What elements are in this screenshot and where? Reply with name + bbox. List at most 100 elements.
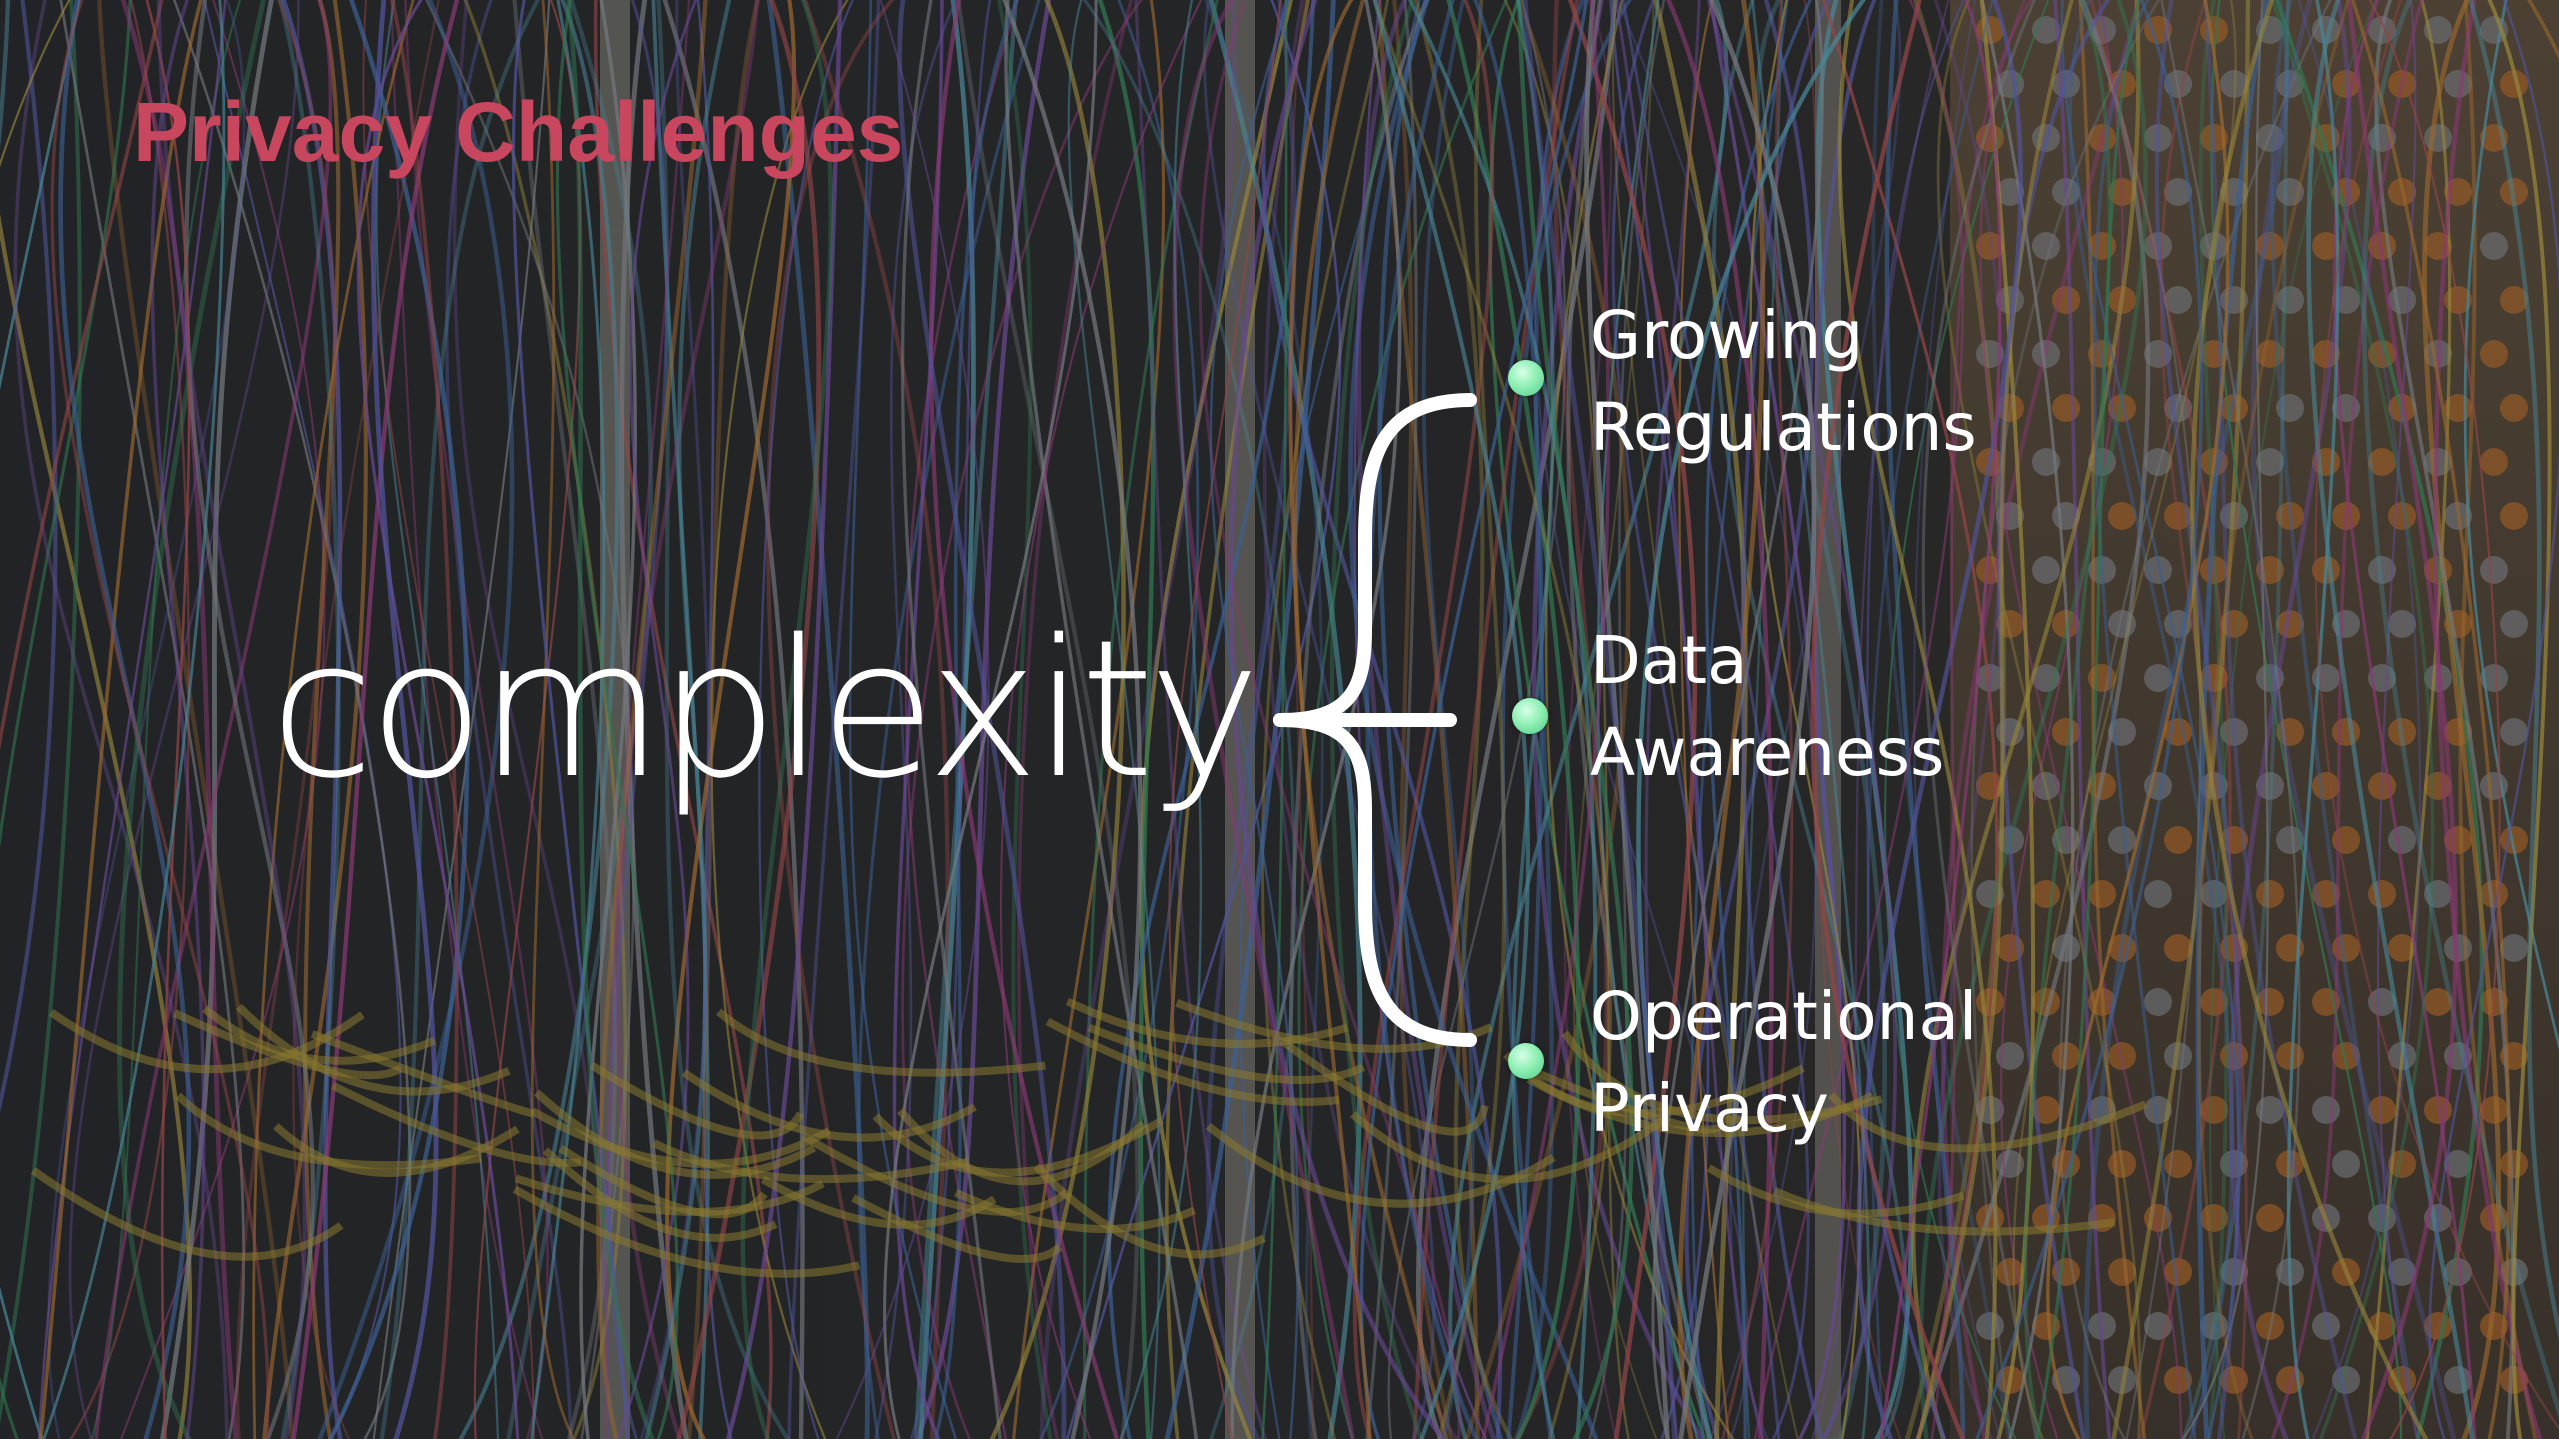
cable: [716, 1008, 1046, 1077]
cable: [1712, 0, 1909, 1439]
cable: [37, 0, 227, 1439]
port: [2144, 988, 2172, 1016]
cable: [2346, 0, 2458, 1439]
cable: [512, 1185, 861, 1278]
cable: [2154, 0, 2242, 1439]
cable: [758, 0, 855, 1439]
port: [2312, 988, 2340, 1016]
port: [2164, 934, 2192, 962]
cable: [117, 0, 266, 1439]
port: [2164, 1150, 2192, 1178]
cable: [953, 1189, 1197, 1233]
port: [2200, 1204, 2228, 1232]
cable: [555, 0, 679, 1439]
port: [2276, 286, 2304, 314]
cable: [1915, 0, 2151, 1439]
cable: [1297, 0, 1508, 1439]
cable: [1501, 0, 1633, 1439]
cable: [1289, 0, 1430, 1439]
cable: [619, 0, 689, 1439]
cable: [30, 1167, 344, 1261]
curly-brace-icon: [1273, 393, 1477, 1047]
cable: [1980, 0, 2075, 1439]
cable: [2181, 0, 2269, 1439]
cable: [150, 0, 206, 1439]
cable: [2210, 0, 2403, 1439]
cable: [892, 0, 944, 1439]
cable: [292, 0, 440, 1439]
cable: [918, 0, 976, 1439]
cable: [2078, 0, 2147, 1439]
item-operational-privacy: Operational Privacy: [1590, 971, 1977, 1155]
port: [2388, 1258, 2416, 1286]
cable: [1918, 0, 2148, 1439]
cable: [160, 0, 274, 1439]
item-line-1: Data: [1590, 622, 1748, 699]
cable: [607, 0, 669, 1439]
port: [2424, 880, 2452, 908]
cable: [379, 0, 540, 1439]
item-line-1: Growing: [1590, 297, 1864, 374]
cable: [145, 0, 191, 1439]
cable: [2468, 0, 2559, 1341]
port: [2256, 232, 2284, 260]
cable: [725, 0, 843, 1439]
cable: [2361, 0, 2559, 1419]
port: [2480, 556, 2508, 584]
port: [2312, 1312, 2340, 1340]
cable: [2270, 0, 2435, 1439]
port: [2368, 556, 2396, 584]
cable: [530, 0, 575, 1439]
cable: [1810, 0, 1966, 1439]
cable: [1936, 0, 2142, 1439]
cable: [997, 0, 1053, 1439]
cable: [1002, 0, 1143, 1439]
cable: [1067, 0, 1161, 1439]
cable: [331, 1082, 582, 1167]
cable: [1916, 0, 2074, 1439]
port: [2500, 610, 2528, 638]
port: [2388, 718, 2416, 746]
cable: [1884, 0, 1966, 1439]
port: [2444, 70, 2472, 98]
cable: [1837, 0, 1998, 1439]
cable: [662, 0, 805, 1439]
port: [2500, 1150, 2528, 1178]
cable: [1097, 0, 1156, 1439]
cable: [2181, 0, 2290, 1439]
port: [2500, 718, 2528, 746]
cable: [2286, 0, 2340, 1439]
port: [2108, 1258, 2136, 1286]
port: [2052, 934, 2080, 962]
port: [2276, 70, 2304, 98]
cable: [1365, 0, 1479, 1439]
cable: [1567, 0, 1698, 1439]
port: [2276, 1042, 2304, 1070]
port: [2388, 1366, 2416, 1394]
cable: [1930, 0, 2033, 1439]
cable: [1678, 0, 1817, 1439]
port: [2480, 232, 2508, 260]
cable: [589, 1061, 805, 1140]
port: [2032, 664, 2060, 692]
cable: [530, 0, 606, 1439]
cable: [1751, 0, 1871, 1439]
cable: [1665, 0, 1774, 1439]
cable: [2250, 0, 2457, 1439]
port: [2332, 1366, 2360, 1394]
cable: [175, 1092, 483, 1170]
cable: [202, 1005, 437, 1065]
port: [2164, 826, 2192, 854]
port: [2500, 70, 2528, 98]
port: [2108, 394, 2136, 422]
cable: [42, 0, 226, 1439]
cable: [1884, 0, 2050, 1439]
cable: [1412, 0, 1579, 1439]
cable: [542, 1147, 778, 1242]
port: [2220, 70, 2248, 98]
cable: [989, 0, 1126, 1439]
cable: [883, 0, 1098, 1439]
cable: [2000, 0, 2124, 1439]
cable: [2368, 0, 2501, 1439]
